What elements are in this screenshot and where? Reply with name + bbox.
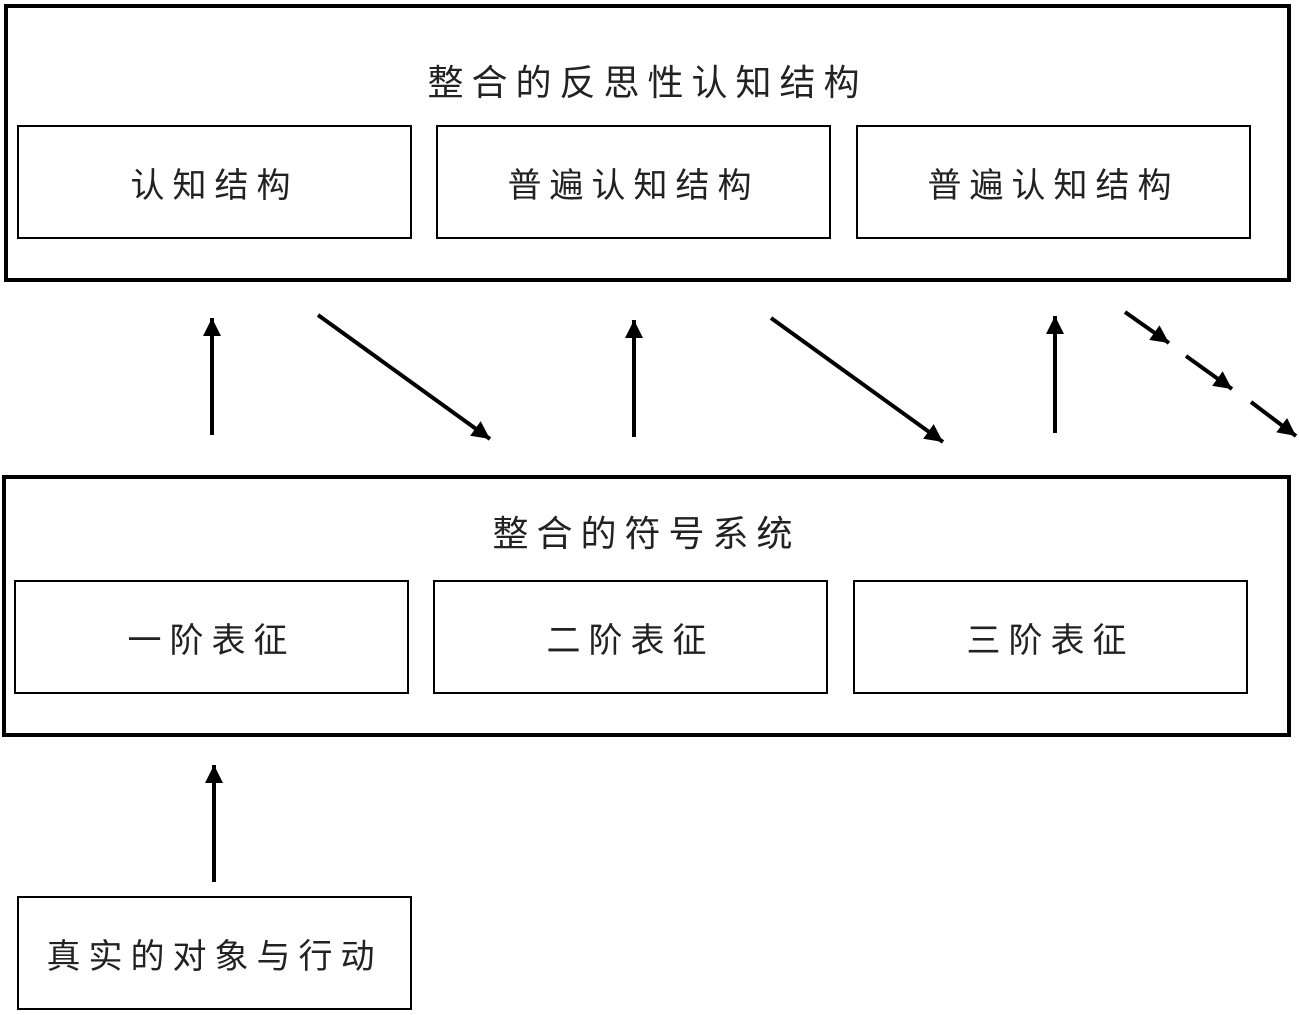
- real-objects-actions-box: 真实的对象与行动: [17, 896, 412, 1010]
- cognitive-structure-label-1: 认知结构: [130, 165, 299, 206]
- diagonal-arrow-1: [316, 313, 492, 441]
- dashed-arrow-segment-3: [1249, 400, 1298, 438]
- dashed-arrow-segment-2: [1184, 354, 1234, 391]
- representation-box-2: 二阶表征: [433, 580, 828, 694]
- diagonal-arrow-2: [769, 316, 945, 444]
- cognitive-structure-box-3: 普遍认知结构: [856, 125, 1251, 239]
- symbol-system-title: 整合的符号系统: [492, 514, 801, 555]
- representation-label-3: 三阶表征: [966, 620, 1135, 661]
- cognitive-structure-label-2: 普遍认知结构: [507, 165, 760, 206]
- cognitive-structure-label-3: 普遍认知结构: [927, 165, 1180, 206]
- reflective-structure-title: 整合的反思性认知结构: [427, 63, 868, 104]
- cognitive-structure-box-1: 认知结构: [17, 125, 412, 239]
- real-objects-actions-label: 真实的对象与行动: [46, 936, 383, 977]
- representation-label-2: 二阶表征: [546, 620, 715, 661]
- cognitive-structure-box-2: 普遍认知结构: [436, 125, 831, 239]
- representation-label-1: 一阶表征: [127, 620, 296, 661]
- representation-box-3: 三阶表征: [853, 580, 1248, 694]
- representation-box-1: 一阶表征: [14, 580, 409, 694]
- dashed-arrow-segment-1: [1123, 310, 1171, 345]
